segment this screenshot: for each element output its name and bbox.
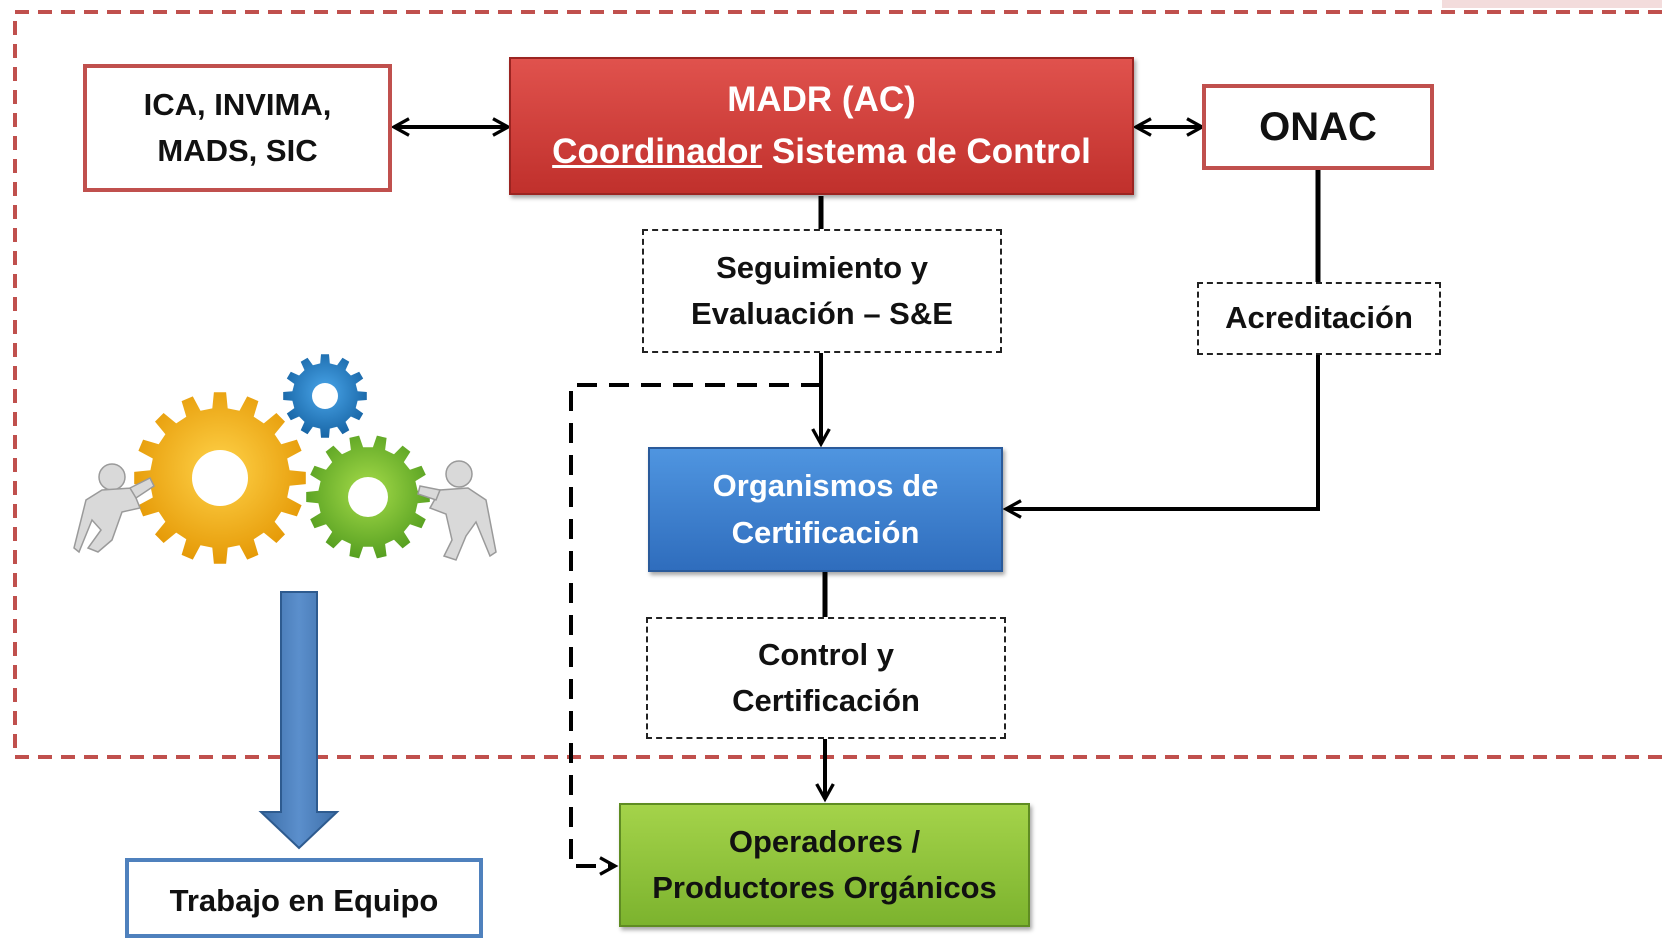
down-arrow-icon xyxy=(258,591,340,850)
madr-box: MADR (AC) Coordinador Sistema de Control xyxy=(509,57,1134,195)
seguimiento-line2: Evaluación – S&E xyxy=(691,296,953,331)
agencies-box: ICA, INVIMA, MADS, SIC xyxy=(83,64,392,192)
acreditacion-label: Acreditación xyxy=(1225,300,1413,336)
control-line1: Control y xyxy=(757,636,895,672)
gear-green-hole xyxy=(348,477,388,517)
decorative-tab xyxy=(1442,0,1662,8)
madr-line2-rest: Sistema de Control xyxy=(762,132,1091,171)
madr-line1: MADR (AC) xyxy=(727,79,916,119)
agencies-line2: MADS, SIC xyxy=(157,133,318,168)
agencies-line1: ICA, INVIMA, xyxy=(143,86,332,122)
organismos-line2: Certificación xyxy=(731,514,920,550)
organismos-box: Organismos de Certificación xyxy=(648,447,1003,572)
control-box: Control y Certificación xyxy=(646,617,1006,739)
gear-blue-hole xyxy=(312,383,338,409)
trabajo-box: Trabajo en Equipo xyxy=(125,858,483,938)
madr-coordinador: Coordinador xyxy=(552,132,763,171)
operadores-line1: Operadores / xyxy=(728,823,921,859)
onac-box: ONAC xyxy=(1202,84,1434,170)
dashed-arrow-to-operadores xyxy=(569,383,821,866)
people-pushing-gears-icon xyxy=(73,354,497,564)
gear-orange-hole xyxy=(192,450,248,506)
seguimiento-box: Seguimiento y Evaluación – S&E xyxy=(642,229,1002,353)
seguimiento-line1: Seguimiento y xyxy=(716,249,928,285)
onac-label: ONAC xyxy=(1259,105,1377,149)
acreditacion-box: Acreditación xyxy=(1197,282,1441,355)
trabajo-label: Trabajo en Equipo xyxy=(169,883,439,918)
control-line2: Certificación xyxy=(732,683,920,718)
organismos-line1: Organismos de xyxy=(712,468,939,503)
operadores-box: Operadores / Productores Orgánicos xyxy=(619,803,1030,927)
madr-line2: Coordinador Sistema de Control xyxy=(552,126,1091,179)
arrow-acreditacion-organismos xyxy=(1006,355,1320,509)
operadores-line2: Productores Orgánicos xyxy=(652,870,997,905)
